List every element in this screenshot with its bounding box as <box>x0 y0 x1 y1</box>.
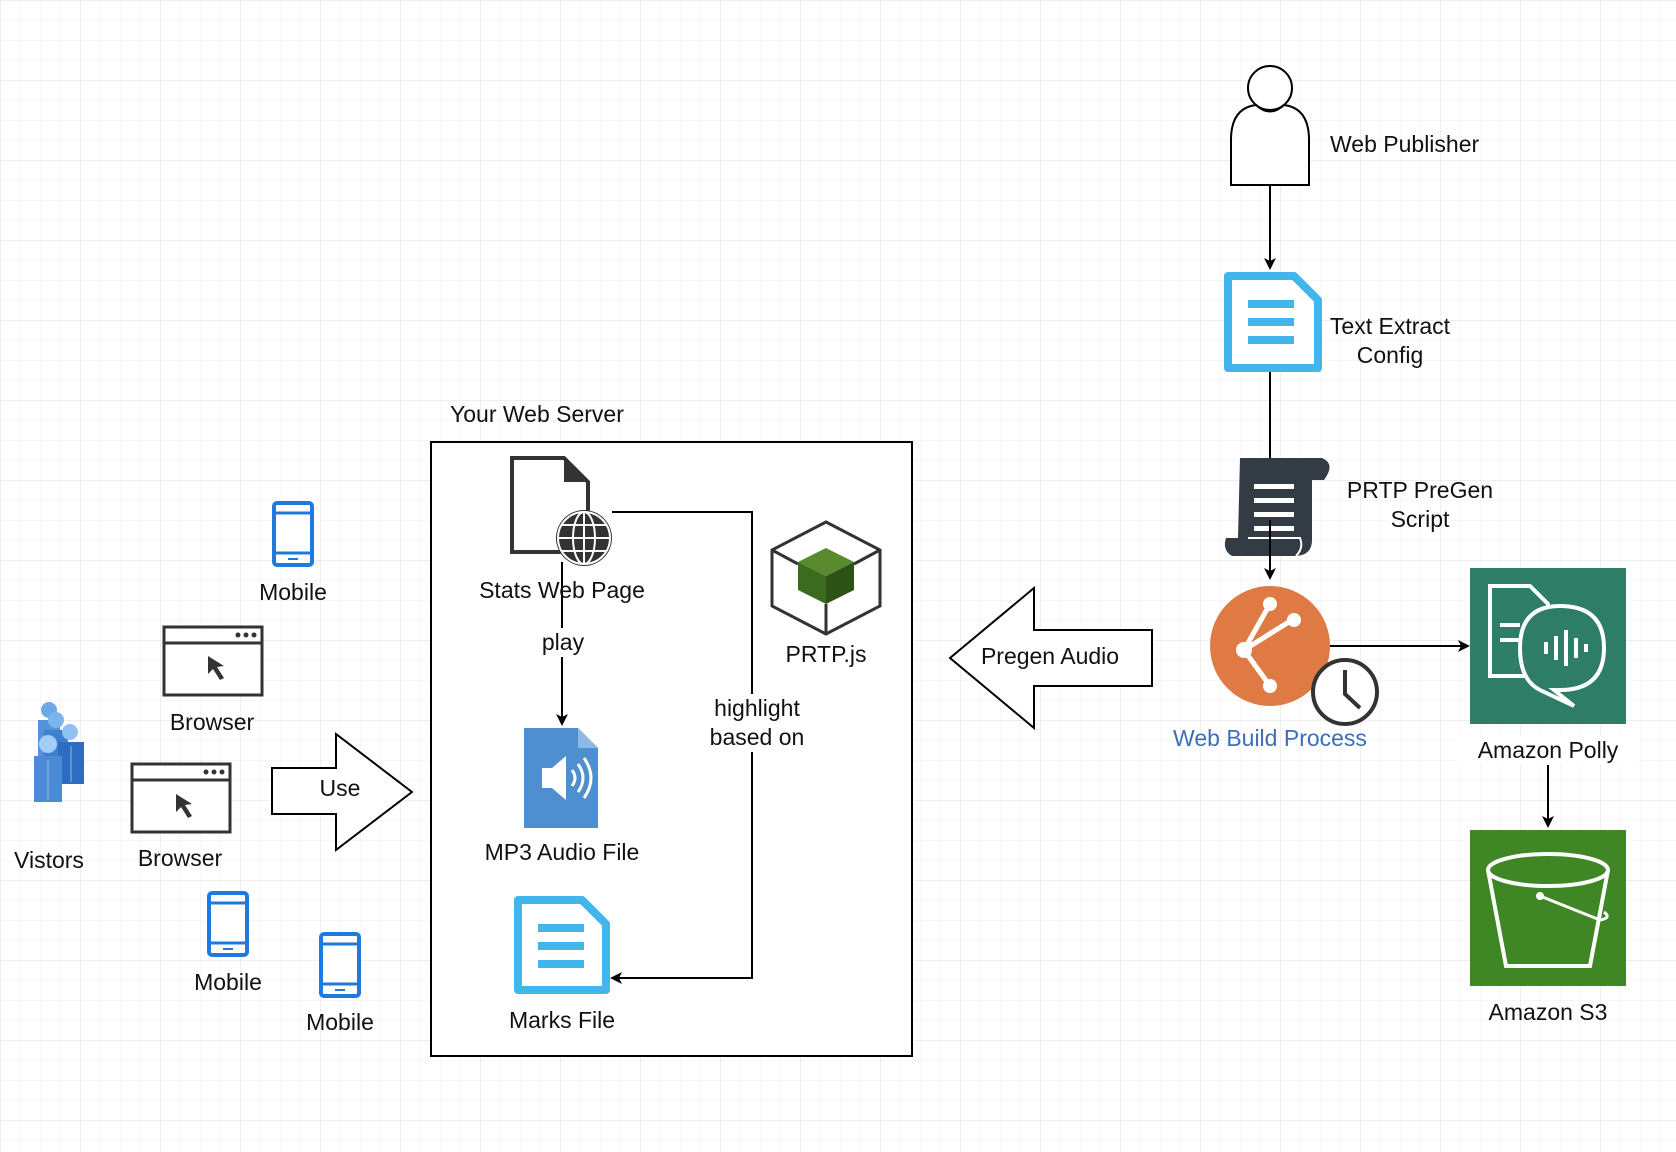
label-prtp-pregen-script: PRTP PreGen Script <box>1340 476 1500 534</box>
label-amazon-s3: Amazon S3 <box>1488 999 1608 1025</box>
mp3-audio-file-icon[interactable] <box>524 728 598 828</box>
label-text-extract-config: Text Extract Config <box>1325 312 1455 370</box>
label-amazon-polly: Amazon Polly <box>1458 736 1638 765</box>
label-highlight-based-on: highlight based on <box>700 694 814 752</box>
stats-web-page-icon[interactable] <box>510 456 612 566</box>
label-mobile-1: Mobile <box>259 579 327 605</box>
web-publisher-icon[interactable] <box>1230 65 1310 186</box>
label-highlight-line1: highlight <box>714 695 800 721</box>
label-prtp-js: PRTP.js <box>785 641 867 667</box>
label-mp3-audio-file: MP3 Audio File <box>484 839 640 865</box>
label-highlight-line2: based on <box>709 723 805 750</box>
label-prtp-pregen-script-line2: Script <box>1390 505 1450 532</box>
web-build-process-icon[interactable] <box>1210 586 1379 726</box>
prtp-js-icon[interactable] <box>770 520 882 636</box>
amazon-polly-icon[interactable] <box>1470 568 1626 724</box>
pregen-audio-arrow <box>948 585 1153 731</box>
label-browser-1: Browser <box>169 709 255 735</box>
label-web-build-process: Web Build Process <box>1173 725 1367 751</box>
prtp-pregen-script-icon[interactable] <box>1224 458 1330 557</box>
label-mobile-3: Mobile <box>306 1009 374 1035</box>
label-marks-file: Marks File <box>508 1007 616 1033</box>
mobile-icon-2[interactable] <box>207 891 249 957</box>
label-your-web-server: Your Web Server <box>450 401 624 427</box>
label-pregen-audio: Pregen Audio <box>980 643 1120 669</box>
mobile-icon-3[interactable] <box>319 932 361 998</box>
label-text-extract-config-line2: Config <box>1356 341 1424 368</box>
text-extract-config-icon[interactable] <box>1224 272 1322 372</box>
mobile-icon-1[interactable] <box>272 501 314 567</box>
label-web-publisher: Web Publisher <box>1330 131 1480 157</box>
label-text-extract-config-line1: Text Extract <box>1329 313 1451 339</box>
browser-icon-2[interactable] <box>130 762 232 834</box>
label-prtp-pregen-script-line1: PRTP PreGen <box>1346 477 1494 503</box>
label-use: Use <box>319 775 361 801</box>
label-visitors: Vistors <box>14 847 84 873</box>
label-stats-web-page: Stats Web Page <box>479 577 645 603</box>
label-mobile-2: Mobile <box>194 969 262 995</box>
label-play: play <box>534 628 592 657</box>
use-arrow <box>271 731 414 853</box>
marks-file-icon[interactable] <box>514 896 610 994</box>
browser-icon-1[interactable] <box>162 625 264 697</box>
label-browser-2: Browser <box>137 845 223 871</box>
amazon-s3-icon[interactable] <box>1470 830 1626 986</box>
visitors-icon[interactable] <box>34 702 84 802</box>
